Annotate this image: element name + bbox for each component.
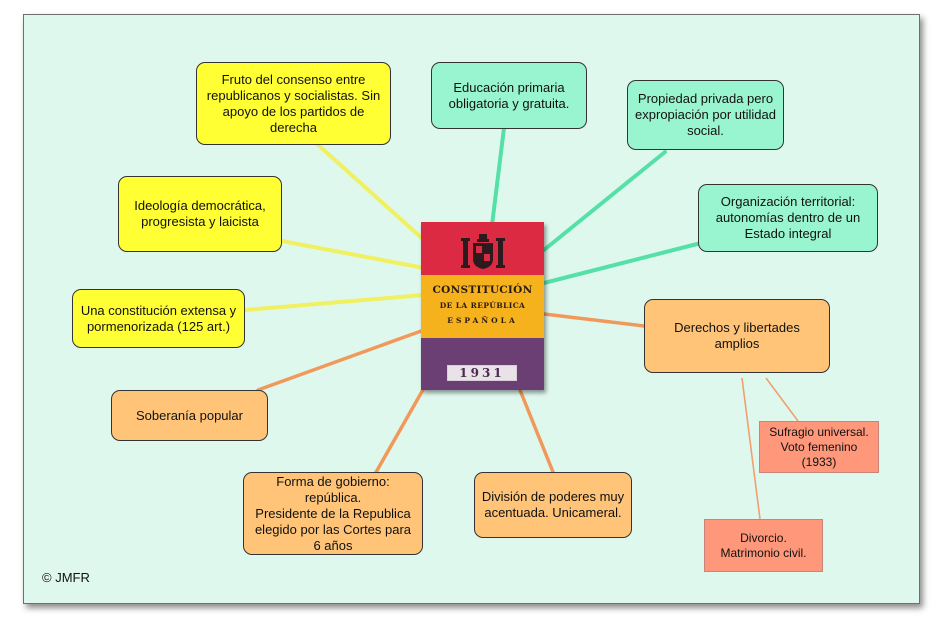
link-educacion [490,126,506,227]
book-title-line2: DE LA REPÚBLICA [439,301,526,310]
flag-purple-band [421,338,544,390]
book-title-line3: ESPAÑOLA [447,316,518,325]
book-title-line1: CONSTITUCIÓN [432,284,533,296]
link-sufragio [765,377,799,422]
node-consenso-text: Fruto del consenso entre republicanos y … [206,71,381,135]
link-organizacion [542,241,703,285]
link-divorcio [741,377,761,520]
node-organizacion-text: Organización territorial: autonomías den… [715,194,861,241]
link-propiedad [542,150,667,252]
book-year: 1931 [447,365,517,381]
node-educacion-text: Educación primaria obligatoria y gratuit… [448,79,570,111]
node-forma-gobierno-text: Forma de gobierno: república. Presidente… [254,473,412,553]
node-educacion: Educación primaria obligatoria y gratuit… [431,62,587,129]
node-sufragio-text: Sufragio universal. Voto femenino (1933) [769,424,869,469]
node-organizacion: Organización territorial: autonomías den… [698,184,878,252]
node-consenso: Fruto del consenso entre republicanos y … [196,62,391,145]
node-extensa-text: Una constitución extensa y pormenorizada… [80,302,237,334]
link-extensa [243,293,426,312]
link-consenso [314,141,426,242]
copyright-text: © JMFR [42,570,90,585]
node-propiedad: Propiedad privada pero expropiación por … [627,80,784,150]
coat-of-arms-icon [461,234,505,269]
link-ideologia [280,239,426,270]
node-ideologia: Ideología democrática, progresista y lai… [118,176,282,252]
flag-yellow-band [421,275,544,338]
link-forma-gobierno [373,386,426,476]
node-derechos-text: Derechos y libertades amplios [674,320,800,351]
node-extensa: Una constitución extensa y pormenorizada… [72,289,245,348]
node-division-poderes-text: División de poderes muy acentuada. Unica… [481,489,625,520]
constitution-book-cover: CONSTITUCIÓN DE LA REPÚBLICA ESPAÑOLA 19… [421,222,544,390]
node-derechos: Derechos y libertades amplios [644,299,830,373]
node-divorcio-text: Divorcio. Matrimonio civil. [720,530,807,560]
node-sufragio: Sufragio universal. Voto femenino (1933) [759,421,879,473]
link-soberania [256,328,426,392]
node-ideologia-text: Ideología democrática, progresista y lai… [134,198,266,229]
node-soberania: Soberanía popular [111,390,268,441]
link-derechos [542,312,646,328]
node-forma-gobierno: Forma de gobierno: república. Presidente… [243,472,423,555]
node-propiedad-text: Propiedad privada pero expropiación por … [635,91,776,138]
node-division-poderes: División de poderes muy acentuada. Unica… [474,472,632,538]
node-divorcio: Divorcio. Matrimonio civil. [704,519,823,572]
link-division [518,388,555,474]
node-soberania-text: Soberanía popular [136,407,243,423]
